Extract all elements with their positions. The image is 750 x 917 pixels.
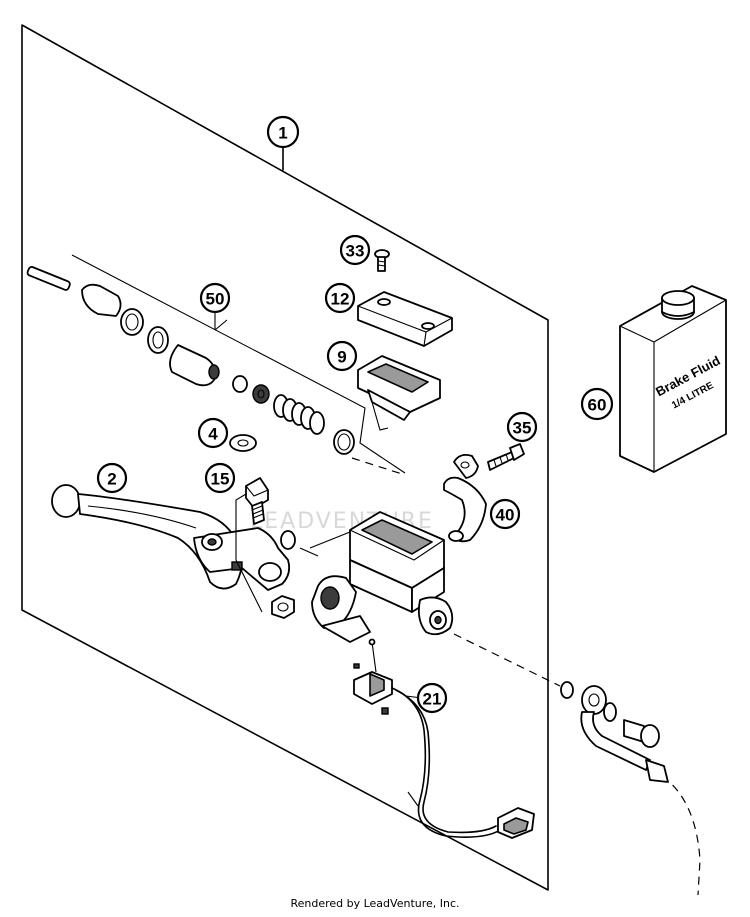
handlebar-clamp-40 [443, 453, 487, 543]
callout-35: 35 [506, 411, 538, 443]
guide-line-hose [661, 775, 701, 896]
piston-kit-group [26, 254, 406, 474]
seal-ring-2 [147, 326, 169, 354]
cup-seal-center [257, 389, 265, 399]
seal-ring-1 [120, 308, 144, 336]
callout-33: 33 [339, 234, 371, 266]
leader-15-bracket [235, 493, 263, 613]
cup-seal [252, 384, 270, 404]
callout-60: 60 [580, 387, 614, 421]
callout-9: 9 [326, 340, 358, 372]
footer-credit: Rendered by LeadVenture, Inc. [290, 897, 460, 910]
svg-text:60: 60 [588, 396, 607, 415]
guide-line-piston [351, 457, 403, 475]
diaphragm-9-skirt [371, 401, 389, 431]
body-bracket-line [299, 531, 351, 557]
clamp-bolt-35 [487, 443, 525, 471]
reservoir-cover-12 [357, 291, 453, 347]
brake-fluid-bottle-60: Brake Fluid 1/4 LITRE [619, 285, 727, 473]
svg-text:35: 35 [513, 419, 532, 438]
washer-4-hole [237, 439, 249, 447]
callout-21: 21 [416, 682, 448, 714]
diaphragm-9 [357, 355, 441, 421]
piston-kit-bracket [71, 254, 406, 474]
brake-hose-fitting [560, 681, 669, 783]
callout-15: 15 [204, 462, 236, 494]
callout-4: 4 [197, 417, 229, 449]
callout-1: 1 [266, 115, 300, 149]
svg-text:9: 9 [337, 348, 346, 367]
pivot-nut [271, 595, 295, 619]
o-ring-inner [337, 433, 351, 451]
svg-text:21: 21 [423, 690, 442, 709]
svg-text:12: 12 [331, 290, 350, 309]
washer-4 [229, 434, 257, 452]
guide-line-body-to-hose [453, 633, 561, 687]
callout-50: 50 [199, 282, 231, 314]
callout-40: 40 [489, 498, 521, 530]
callout-2: 2 [96, 462, 128, 494]
master-cylinder-body [311, 511, 454, 643]
svg-text:4: 4 [208, 425, 218, 444]
small-washer [232, 375, 248, 393]
return-spring [273, 394, 325, 435]
brake-lever-2 [51, 484, 296, 591]
piston-end [208, 364, 220, 380]
svg-text:40: 40 [496, 506, 515, 525]
lever-pivot-bolt-15 [245, 477, 269, 525]
brake-light-switch-21 [353, 638, 535, 839]
svg-text:1: 1 [278, 124, 287, 143]
pushrod [26, 266, 71, 291]
assembly-panel-outline [21, 24, 549, 891]
svg-text:2: 2 [107, 470, 116, 489]
cover-screw-33 [374, 249, 390, 272]
seal-ring-1-inner [125, 313, 139, 331]
leader-50-b [214, 319, 228, 331]
callout-12: 12 [324, 282, 356, 314]
dust-boot [81, 283, 122, 317]
svg-text:33: 33 [346, 242, 365, 261]
seal-ring-2-inner [152, 331, 164, 349]
o-ring [333, 429, 355, 455]
piston [169, 344, 216, 387]
svg-text:15: 15 [211, 470, 230, 489]
svg-text:50: 50 [206, 290, 225, 309]
